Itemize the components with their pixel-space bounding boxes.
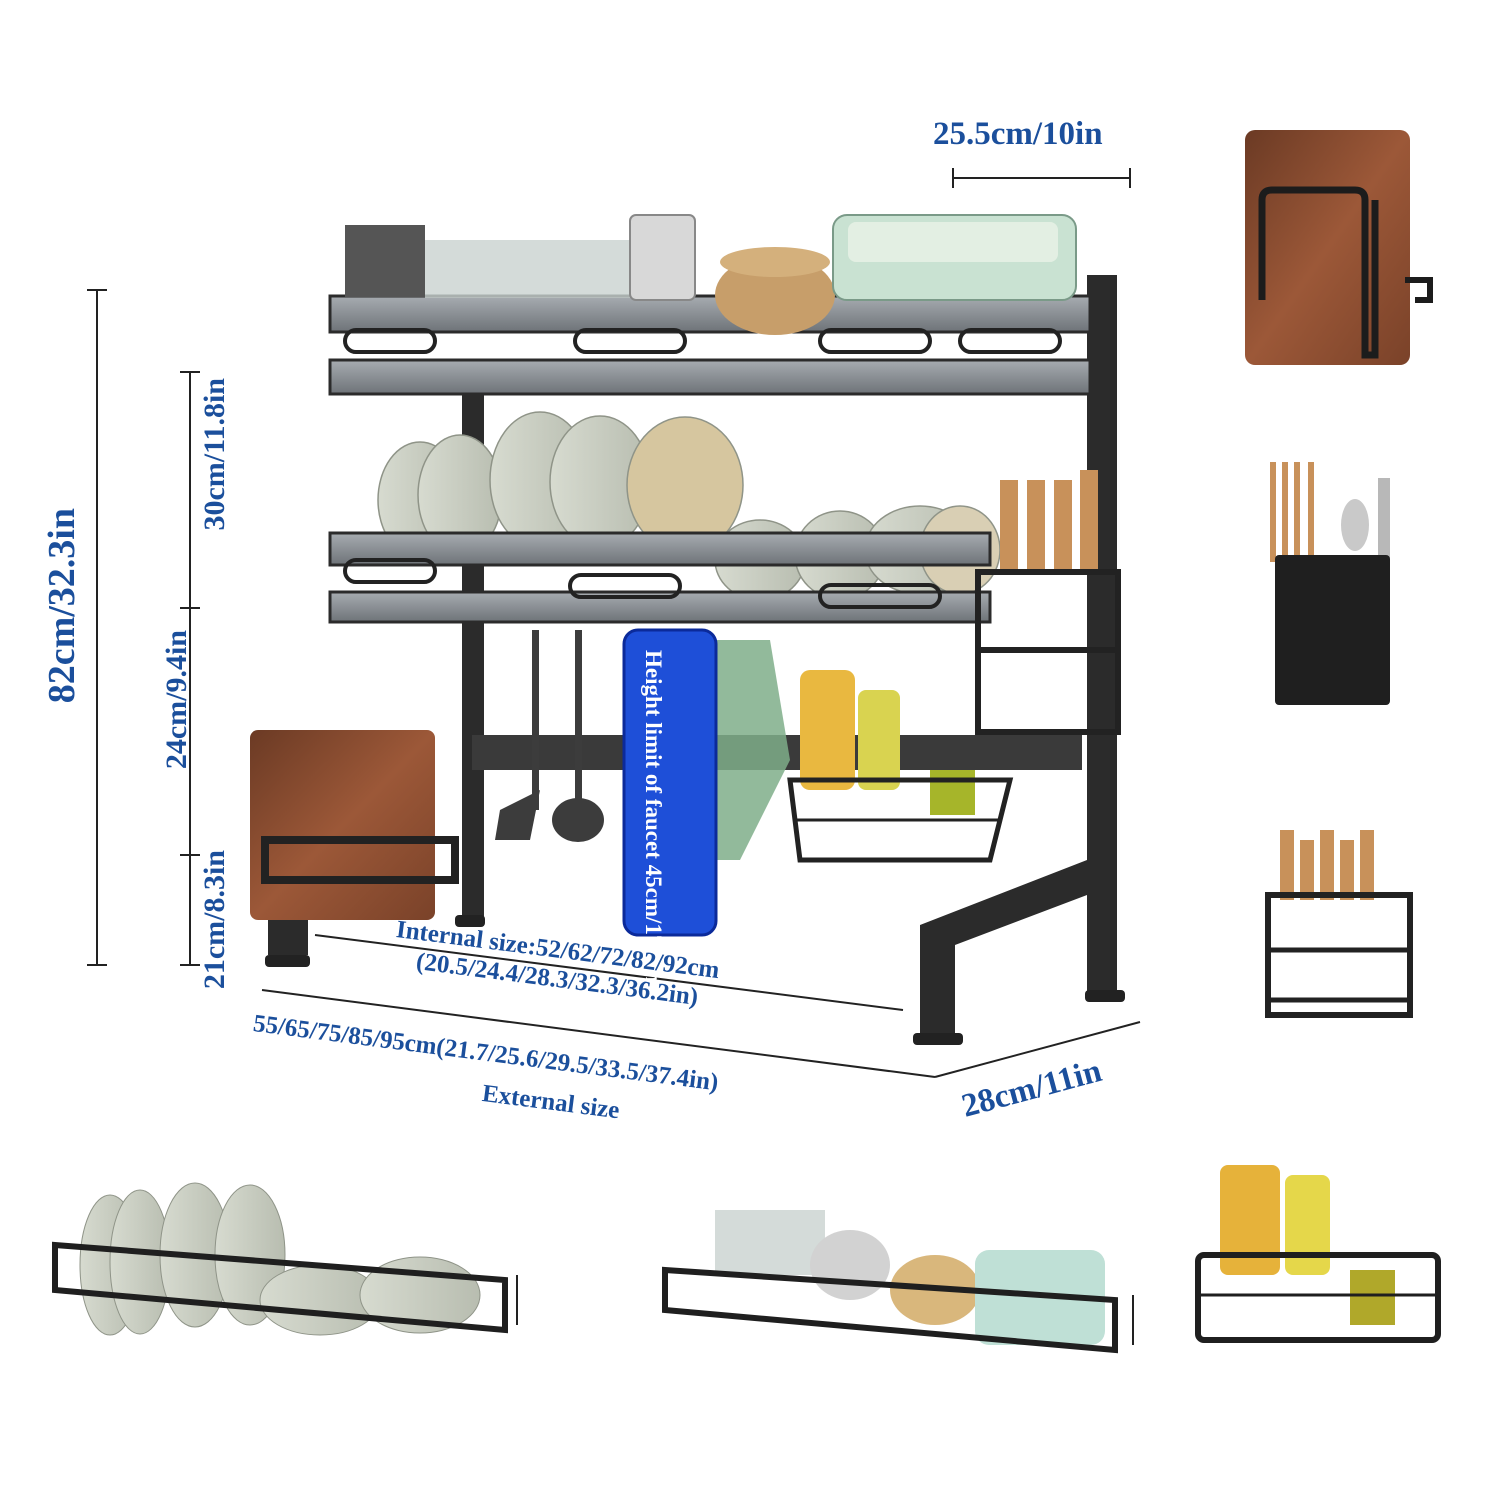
lower-gap-label: 21cm/8.3in (198, 850, 231, 990)
accessory-utensil-holder (1270, 462, 1390, 705)
middle-shelf (328, 411, 1001, 624)
total-height-label: 82cm/32.3in (41, 508, 83, 704)
faucet-badge (622, 628, 718, 937)
top-shelf-depth-label: 25.5cm/10in (933, 116, 1103, 152)
rack-basket (787, 670, 1014, 863)
accessory-soap-basket (1195, 1165, 1441, 1343)
rack-knife-holder (975, 470, 1121, 735)
faucet-limit-label: Height limit of faucet 45cm/17.7in (636, 650, 670, 983)
faucet-limit-line1: Height limit of faucet (641, 650, 666, 859)
hanging-utensils (495, 630, 604, 842)
faucet-limit-line2: 45cm/17.7in (641, 864, 666, 983)
top-shelf (328, 214, 1092, 396)
dimension-lines (87, 168, 1141, 1078)
rack-cutting-board (250, 730, 459, 920)
accessory-knife-holder (1265, 830, 1413, 1018)
upper-gap-label: 30cm/11.8in (198, 378, 231, 531)
accessory-plate-tray (52, 1182, 518, 1336)
rack-feet (265, 915, 1125, 1045)
accessory-top-tray (662, 1210, 1134, 1354)
middle-gap-label: 24cm/9.4in (160, 630, 193, 770)
accessory-cutting-board-holder (1245, 130, 1433, 365)
